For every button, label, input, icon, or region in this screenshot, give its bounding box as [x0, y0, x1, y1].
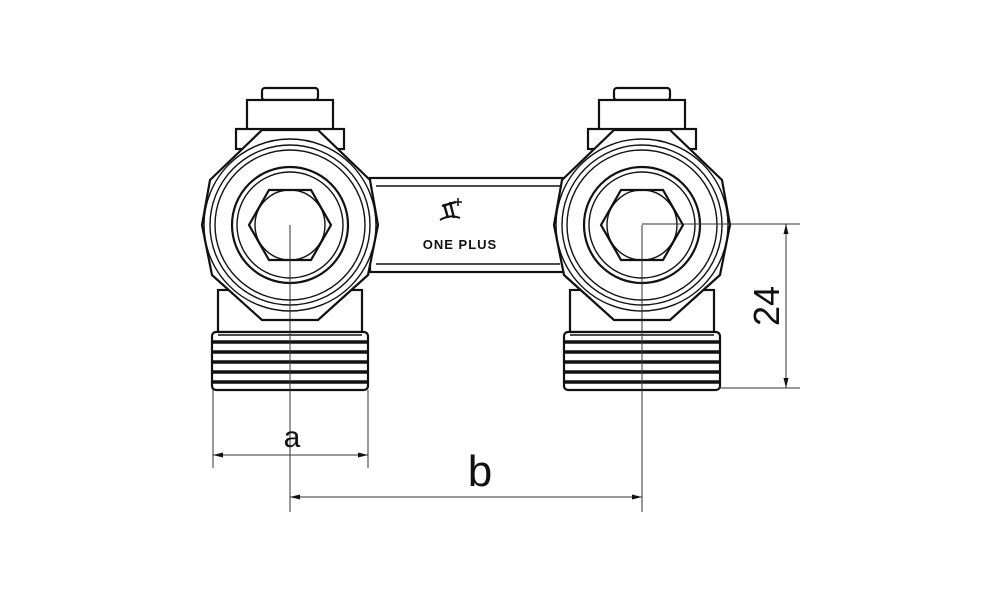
dimension-a: [212, 390, 369, 468]
dimension-24: [642, 223, 800, 389]
dimension-b-label: b: [468, 447, 492, 496]
dimension-24-label: 24: [746, 286, 787, 326]
dimension-b: [290, 494, 642, 500]
connecting-bar: [368, 176, 567, 274]
brand-text: ONE PLUS: [423, 237, 497, 252]
one-plus-logo-icon: [439, 198, 462, 221]
dimension-a-label: a: [284, 421, 301, 454]
